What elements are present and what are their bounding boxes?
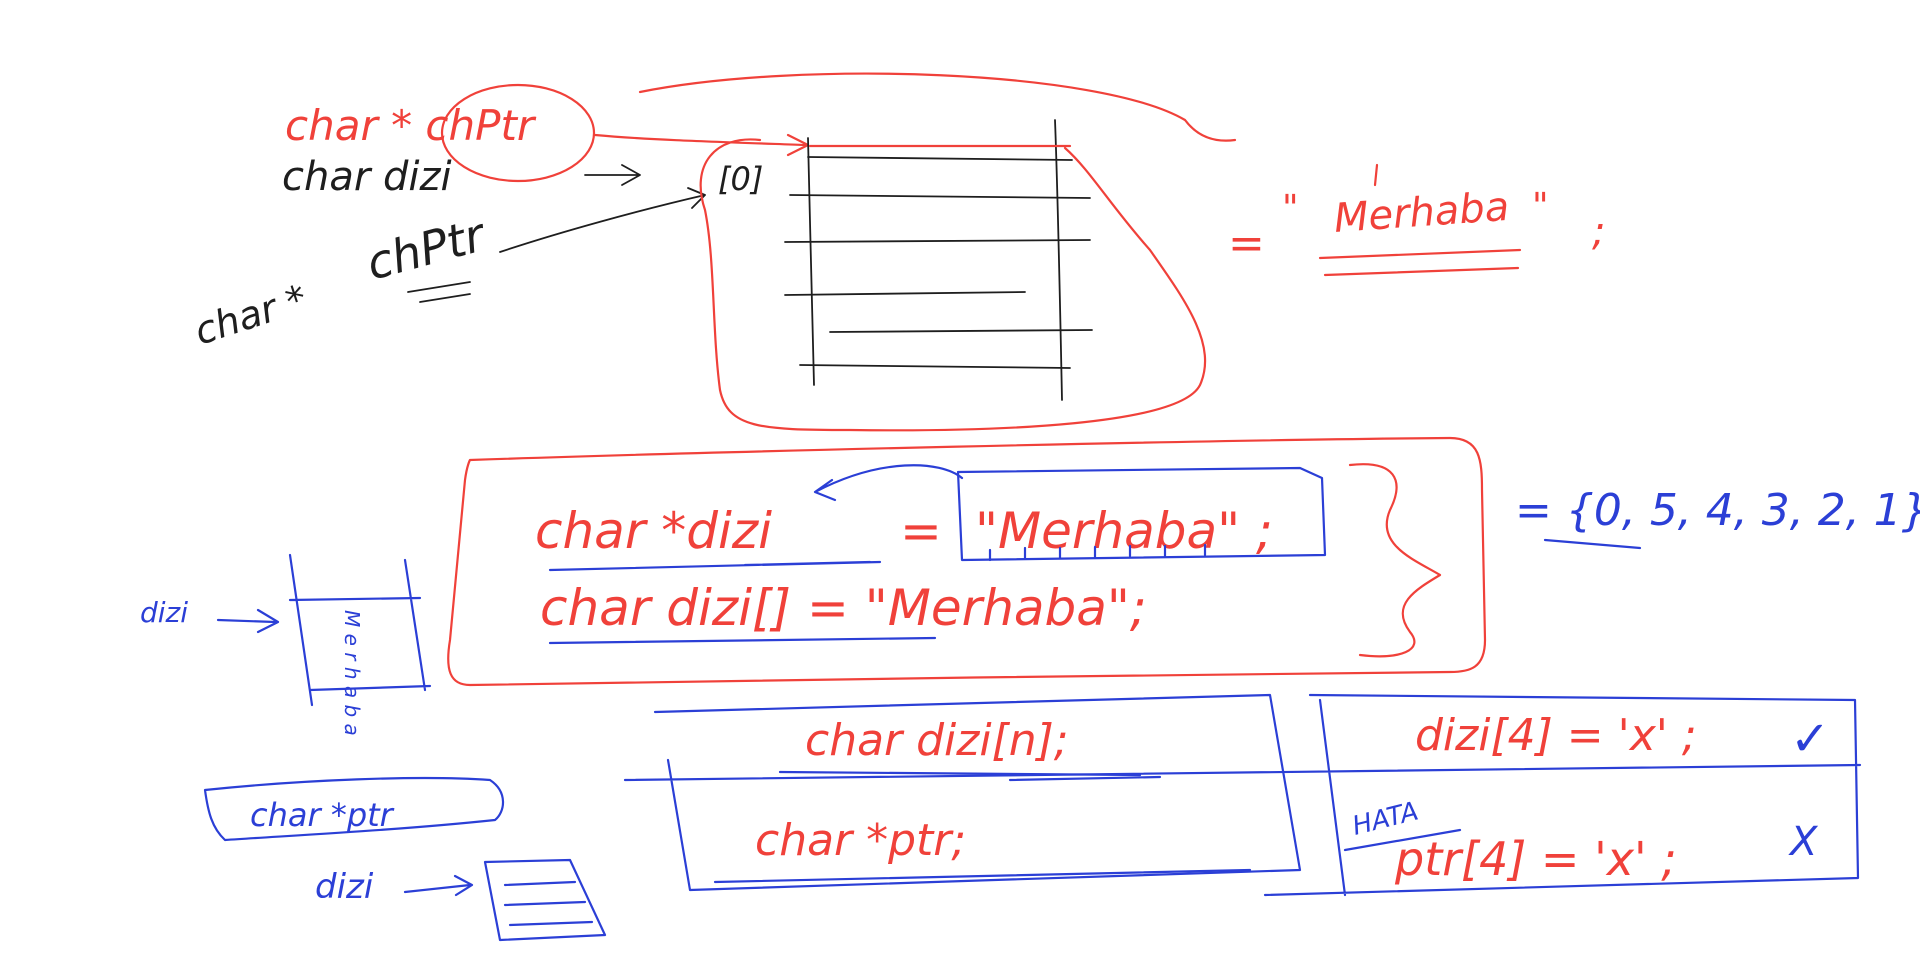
bottom-left-label: dizi	[315, 867, 374, 907]
top-line2: char dizi	[282, 154, 452, 200]
brace-init-underline	[1543, 538, 1642, 550]
brace-init: = {0, 5, 4, 3, 2, 1};	[1515, 485, 1920, 536]
table-frame	[623, 693, 1862, 897]
cell-r2c2: ptr[4] = 'x' ;	[1394, 832, 1677, 886]
top-section: char * chPtr char dizi char * chPtr [0] …	[189, 72, 1605, 432]
bottom-table: char dizi[n]; dizi[4] = 'x' ; ✓ char *pt…	[623, 693, 1862, 897]
brace-right	[1348, 463, 1442, 658]
mark-err: X	[1788, 819, 1819, 865]
ptr-pill-text: char *ptr	[250, 796, 395, 834]
cell-r2c2-label-underline	[1343, 828, 1462, 852]
decl-ptr-underline	[548, 560, 882, 572]
array-container	[699, 138, 1207, 432]
left-mid-section: dizi M e r h a b a	[140, 553, 432, 736]
middle-red-box	[447, 436, 1487, 687]
cell-r1c1: char dizi[n];	[805, 715, 1069, 766]
left-mid-label: dizi	[140, 596, 188, 629]
decl-ptr-eq: =	[900, 502, 942, 560]
cell-r1c2: dizi[4] = 'x' ;	[1415, 710, 1697, 761]
assign-underline	[1318, 248, 1522, 277]
left-mid-cells: M e r h a b a	[340, 610, 364, 736]
red-top-arc	[638, 72, 1237, 142]
assign-close-quote: "	[1532, 186, 1549, 227]
index-0-label: [0]	[718, 160, 763, 198]
chptr-circle	[440, 83, 596, 183]
top-line1: char * chPtr	[285, 101, 537, 150]
chptr-arrow	[499, 187, 706, 253]
bottom-left-array	[483, 858, 607, 942]
decl-ptr-value: "Merhaba" ;	[975, 502, 1273, 560]
mark-ok: ✓	[1790, 711, 1830, 767]
top-line3-kw: char *	[189, 276, 312, 353]
decl-arr-underline	[548, 636, 937, 645]
cell-r2c1: char *ptr;	[755, 815, 966, 866]
string-literal-ticks	[988, 543, 1207, 562]
decl-ptr: char *dizi	[535, 502, 772, 560]
left-mid-array	[288, 553, 432, 707]
assign-eq: =	[1228, 218, 1265, 269]
red-pointer-arrow	[593, 133, 810, 157]
cell-r1c1-underline	[778, 770, 1162, 782]
literal-to-dizi-arrow	[813, 464, 964, 502]
bottom-left-arrow	[403, 874, 474, 897]
middle-section: char *dizi = "Merhaba" ; char dizi[] = "…	[447, 436, 1920, 687]
assign-semicolon: ;	[1592, 209, 1605, 255]
assign-tick	[1373, 163, 1379, 187]
ptr-pill	[203, 776, 505, 842]
assign-open-quote: "	[1282, 188, 1299, 229]
top-line3-var: chPtr	[361, 207, 493, 291]
chptr-underline	[407, 281, 471, 303]
dizi-arrow	[584, 164, 641, 186]
cell-r2c1-underline	[713, 868, 1252, 884]
memory-array	[784, 119, 1093, 401]
assign-value: Merhaba	[1332, 184, 1510, 242]
left-mid-arrow	[216, 608, 280, 634]
decl-arr: char dizi[] = "Merhaba";	[540, 579, 1147, 637]
string-literal-box	[956, 466, 1327, 562]
bottom-left-section: char *ptr dizi	[203, 776, 607, 942]
